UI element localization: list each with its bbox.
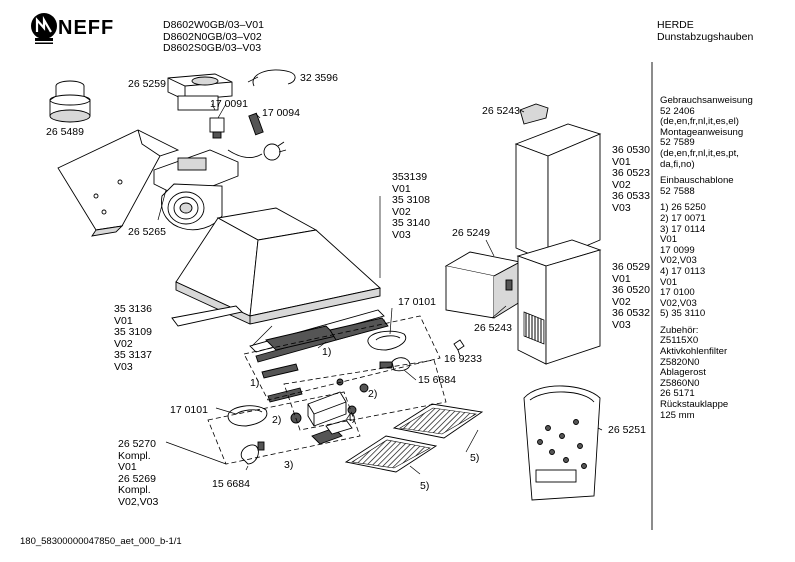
part-label: 17 0091 xyxy=(210,98,248,110)
part-label: 17 0101 xyxy=(170,404,208,416)
mains-plug-part xyxy=(227,141,287,161)
accessory-panel-part xyxy=(523,385,601,501)
hood-variant-labels: 353139 V01 35 3108 V02 35 3140 V03 xyxy=(392,171,430,241)
footnote-marker: 1) xyxy=(322,346,332,358)
grease-filter-part xyxy=(261,317,389,403)
product-category: HERDE Dunstabzugshauben xyxy=(657,19,754,43)
footnote-marker: 2) xyxy=(368,388,378,400)
part-label: 26 5259 xyxy=(128,78,166,90)
footnote-marker: 3) xyxy=(284,459,294,471)
part-label: 26 5243 xyxy=(474,322,512,334)
note-line: (de,en,fr,nl,it,es,pt, xyxy=(660,147,739,159)
note-line: Rückstauklappe xyxy=(660,399,729,411)
lower-chimney-part xyxy=(516,239,602,365)
lamp-kit-variant-labels: 26 5270 Kompl. V01 26 5269 Kompl. V02,V0… xyxy=(118,438,159,508)
logo-lettering: NEFF xyxy=(58,17,114,39)
footnote-marker: 2) xyxy=(272,414,282,426)
footnote-marker: 1) xyxy=(250,377,260,389)
lamp-cover-part-left xyxy=(227,405,268,427)
part-label: 17 0101 xyxy=(398,296,436,308)
note-line: da,fi,no) xyxy=(660,158,695,170)
note-line: V02,V03 xyxy=(660,297,697,309)
note-line: 52 7588 xyxy=(660,185,695,197)
lamp-bulb-part xyxy=(379,357,411,372)
grease-filter-variant-labels: 35 3136 V01 35 3109 V02 35 3137 V03 xyxy=(114,303,152,373)
upper-chimney-part xyxy=(514,103,602,263)
note-line: Z5115X0 xyxy=(660,335,699,347)
part-label: 16 9233 xyxy=(444,353,482,365)
part-label: 15 6684 xyxy=(212,478,250,490)
note-line: 3) 17 0114 xyxy=(660,223,706,235)
note-line: Montageanweisung xyxy=(660,126,744,138)
note-line: V01 xyxy=(660,234,678,246)
footnote-marker: 5) xyxy=(420,480,430,492)
note-line: 2) 17 0071 xyxy=(660,212,706,224)
upper-chimney-variant-labels: 36 0530 V01 36 0523 V02 36 0533 V03 xyxy=(612,144,650,214)
motor-bracket-part xyxy=(57,129,180,237)
duct-adapter-part xyxy=(49,80,91,123)
note-line: V01 xyxy=(660,276,678,288)
hood-canopy xyxy=(175,207,381,325)
note-line: (de,en,fr,nl,it,es,el) xyxy=(660,116,739,128)
switch-block-part xyxy=(311,419,353,445)
part-label: 32 3596 xyxy=(300,72,338,84)
model-numbers: D8602W0GB/03–V01 D8602N0GB/03–V02 D8602S… xyxy=(163,19,264,54)
note-line: Gebrauchsanweisung xyxy=(660,95,753,106)
cable-tie-part xyxy=(252,69,296,87)
part-label: 26 5265 xyxy=(128,226,166,238)
blower-motor-part xyxy=(153,149,239,231)
part-label: 26 5243 xyxy=(482,105,520,117)
footnote-marker: 5) xyxy=(470,452,480,464)
note-line: Einbauschablone xyxy=(660,175,734,187)
note-line: 1) 26 5250 xyxy=(660,202,706,214)
chimney-bracket-part xyxy=(444,251,522,319)
part-label: 15 6684 xyxy=(418,374,456,386)
switch-part xyxy=(209,117,225,139)
clip-part xyxy=(453,339,465,357)
part-label: 17 0094 xyxy=(262,107,300,119)
note-line: 5) 35 3110 xyxy=(660,308,706,320)
part-label: 26 5249 xyxy=(452,227,490,239)
note-line: 17 0099 xyxy=(660,244,695,256)
note-line: Aktivkohlenfilter xyxy=(660,346,728,358)
lamp-bulb-part-left xyxy=(240,441,265,465)
lamp-cover-part xyxy=(367,330,407,351)
note-line: Z5860N0 xyxy=(660,377,700,389)
leader-lines xyxy=(157,76,603,475)
footnote-marker: 4) xyxy=(346,412,356,424)
note-line: 52 2406 xyxy=(660,105,695,117)
lower-chimney-variant-labels: 36 0529 V01 36 0520 V02 36 0532 V03 xyxy=(612,261,650,331)
note-line: Ablagerost xyxy=(660,367,706,379)
document-id: 180_58300000047850_aet_000_b-1/1 xyxy=(20,536,182,547)
note-line: Zubehör: xyxy=(660,324,699,336)
note-line: 4) 17 0113 xyxy=(660,265,706,277)
note-line: 17 0100 xyxy=(660,287,695,299)
part-label: 26 5251 xyxy=(608,424,646,436)
duct-flange-part xyxy=(167,73,233,111)
note-line: Z5820N0 xyxy=(660,356,700,368)
carbon-filter-part xyxy=(344,403,484,473)
assembly-outlines xyxy=(165,315,447,465)
part-label: 26 5489 xyxy=(46,126,84,138)
note-line: V02,V03 xyxy=(660,255,697,267)
transformer-part xyxy=(290,378,369,427)
capacitor-part xyxy=(248,112,264,136)
note-line: 125 mm xyxy=(660,409,695,421)
note-line: 26 5171 xyxy=(660,388,695,400)
note-line: 52 7589 xyxy=(660,137,695,149)
neff-logo: NEFF xyxy=(24,12,114,46)
